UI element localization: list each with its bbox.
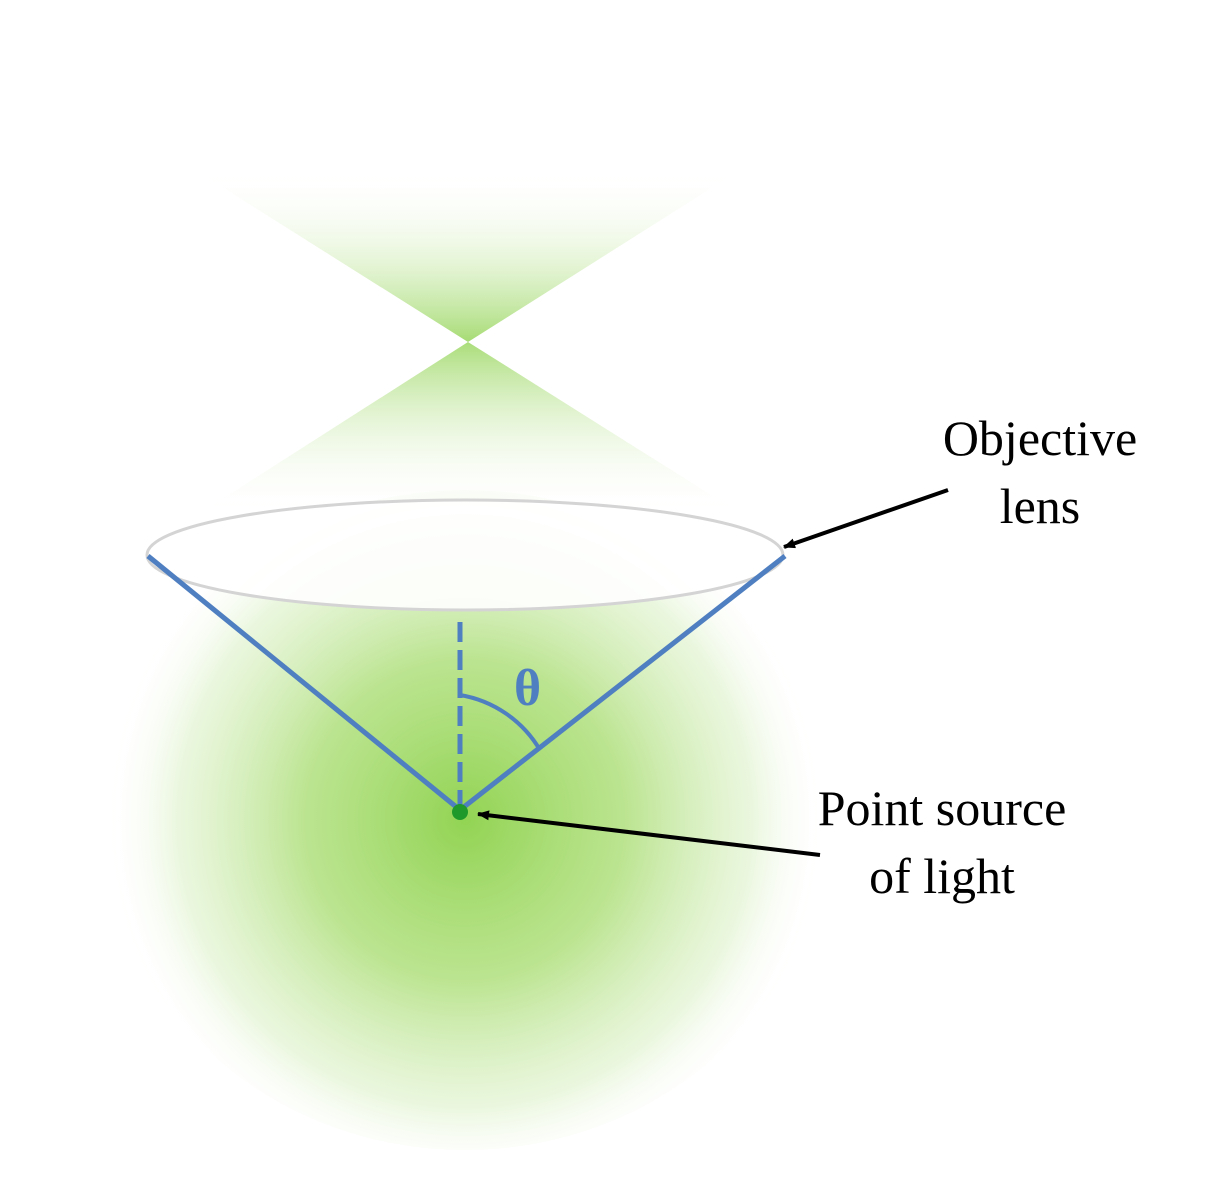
angle-arc	[459, 693, 542, 752]
objective-lens	[145, 498, 785, 612]
lower-light-cone	[205, 342, 735, 510]
left-marginal-ray	[146, 554, 462, 812]
objective-lens-label-line1: Objective	[943, 410, 1137, 466]
objective-lens-arrow	[783, 488, 949, 549]
point-source-arrow	[477, 810, 821, 857]
right-marginal-ray	[458, 554, 787, 812]
upper-light-cone	[195, 170, 740, 342]
point-source-dot	[452, 804, 468, 820]
point-source-label-line2: of light	[869, 848, 1015, 904]
objective-lens-label-line2: lens	[1000, 478, 1081, 534]
angle-label: θ	[514, 660, 541, 717]
point-source-label-line1: Point source	[818, 780, 1067, 836]
light-glow	[105, 490, 825, 1150]
